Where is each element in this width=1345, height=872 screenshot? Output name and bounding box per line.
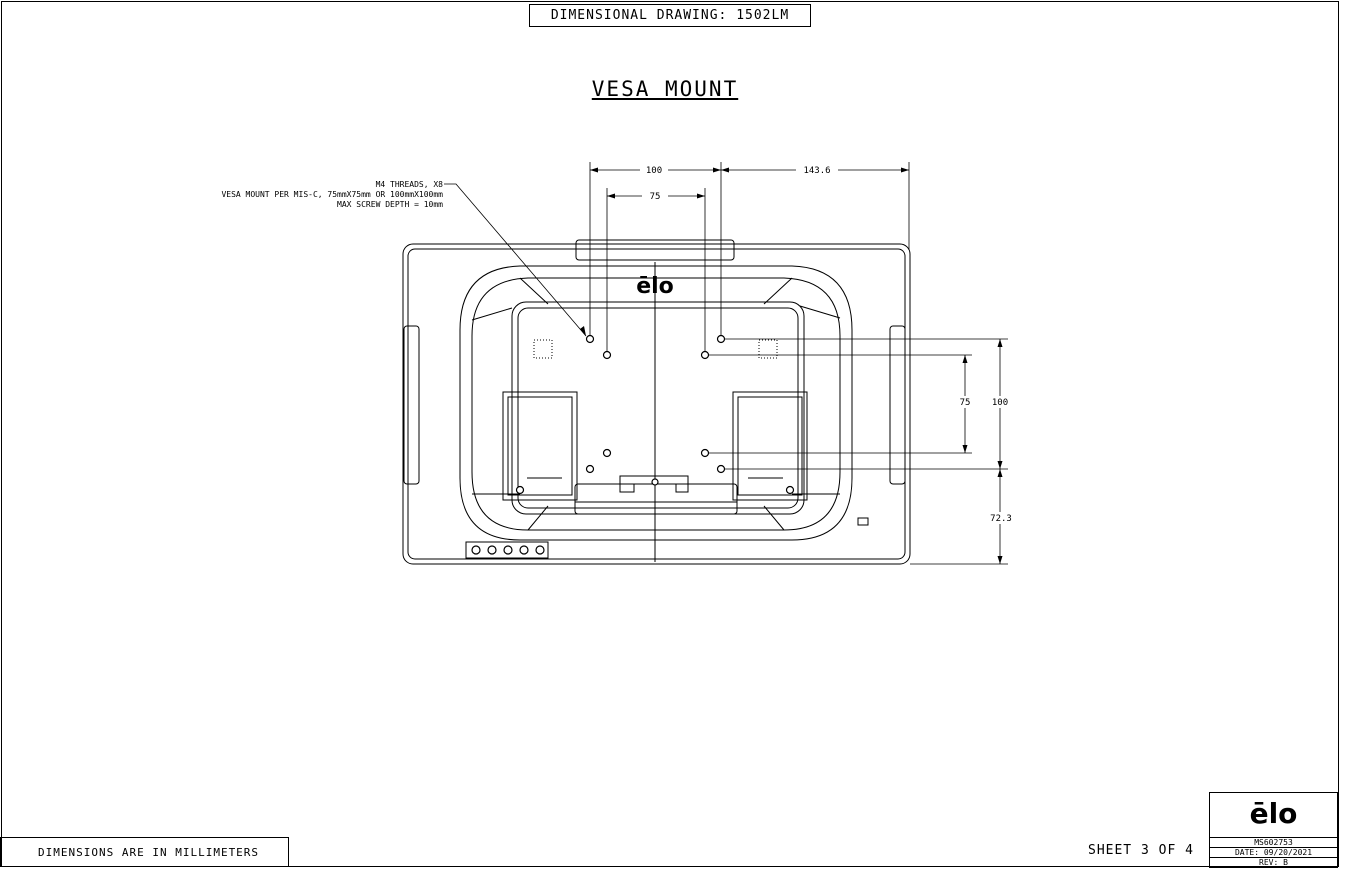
vesa-holes [471,334,795,555]
device-logo: ēlo [636,274,674,299]
callout-vesa: VESA MOUNT PER MIS-C, 75mmX75mm OR 100mm… [221,190,443,199]
drawing-title: DIMENSIONAL DRAWING: 1502LM [529,4,811,27]
dim-side-bottom: 72.3 [990,514,1012,524]
dim-top-outer: 100 [646,166,662,176]
port-3 [503,545,513,555]
vesa-hole-75-tl [602,350,612,360]
vesa-hole-75-bl [602,448,612,458]
port-panel [465,541,549,559]
dim-side-outer: 100 [992,398,1008,408]
callout-depth: MAX SCREW DEPTH = 10mm [337,200,443,209]
bracket-screw-left [515,485,525,495]
callout-threads: M4 THREADS, X8 [376,180,444,189]
left-grip [403,325,420,485]
units-note: DIMENSIONS ARE IN MILLIMETERS [0,837,289,867]
right-grip [889,325,906,485]
right-speaker-grid [758,339,778,359]
bracket-screw-right [785,485,795,495]
title-block: ēlo MS602753 DATE: 09/20/2021 REV: B [1209,792,1338,868]
left-bracket [502,391,578,501]
vesa-hole-100-br [716,464,726,474]
vesa-hole-75-tr [700,350,710,360]
monitor-outline [402,243,911,565]
elo-logo: ēlo [1210,793,1337,838]
drawing-date: DATE: 09/20/2021 [1210,848,1337,858]
sheet-number: SHEET 3 OF 4 [1088,843,1194,858]
vesa-hole-75-br [700,448,710,458]
dim-top-inner: 75 [650,192,661,202]
cable-cover [574,483,738,515]
clip-screw [651,478,659,486]
port-5 [535,545,545,555]
back-panel [459,265,853,541]
view-title: VESA MOUNT [591,77,739,101]
port-4 [519,545,529,555]
dim-side-inner: 75 [960,398,971,408]
dim-top-right: 143.6 [803,166,830,176]
doc-number: MS602753 [1210,838,1337,848]
vesa-hole-100-tr [716,334,726,344]
top-handle [575,239,735,261]
revision: REV: B [1259,858,1288,867]
cable-clip [619,475,689,493]
right-bracket [732,391,808,501]
vesa-hole-100-bl [585,464,595,474]
vesa-hole-100-tl [585,334,595,344]
lock-slot [857,517,869,526]
left-speaker-grid [533,339,553,359]
port-1 [471,545,481,555]
port-2 [487,545,497,555]
